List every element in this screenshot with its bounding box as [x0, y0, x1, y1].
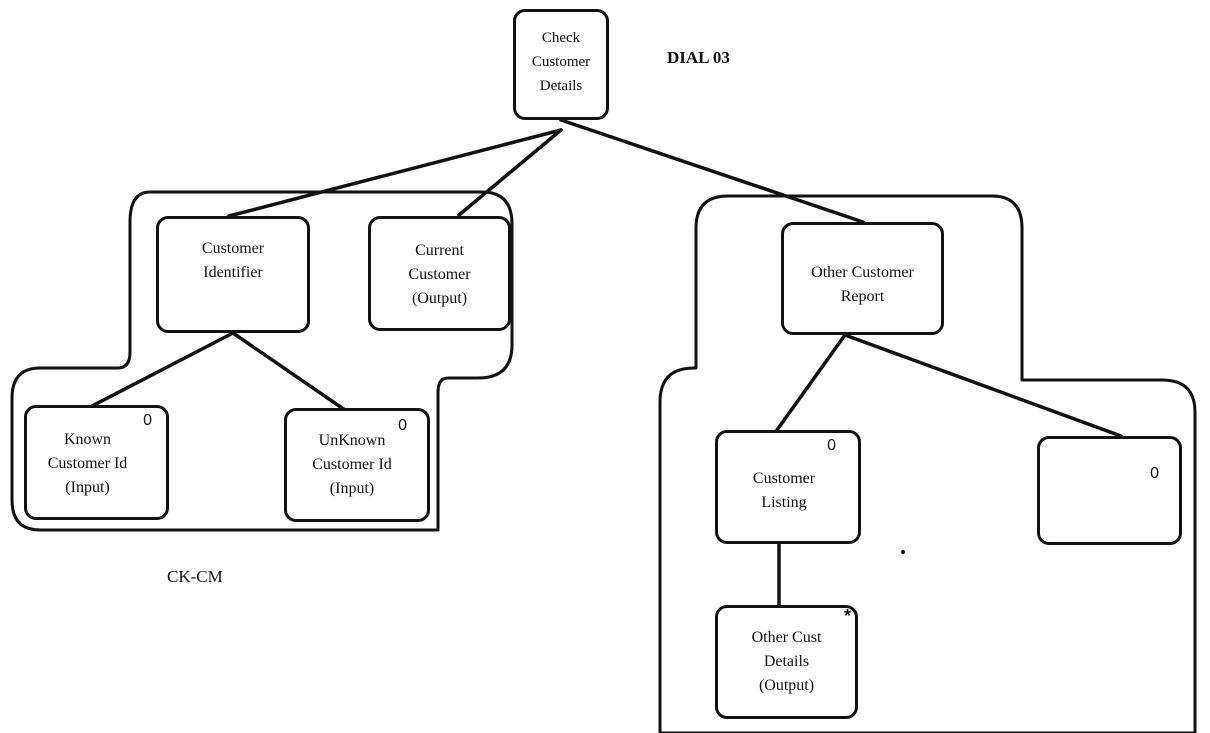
node-customer-identifier: Customer Identifier — [156, 216, 310, 333]
node-blank: 0 — [1037, 436, 1182, 545]
edge-root-current — [457, 128, 563, 217]
node-unknown-customer-id: 0 UnKnown Customer Id (Input) — [284, 408, 430, 522]
node-check-customer-details: Check Customer Details — [513, 9, 609, 120]
edge-root-identifier — [227, 128, 563, 218]
left-group-outline — [10, 190, 514, 532]
cardinality-mark: 0 — [143, 412, 152, 429]
dial-tag: DIAL 03 — [667, 48, 730, 67]
edge-root-report — [559, 118, 865, 224]
cardinality-mark: 0 — [398, 417, 407, 434]
cardinality-mark: 0 — [827, 437, 836, 454]
group-caption: CK-CM — [167, 567, 223, 586]
edge-identifier-known — [90, 331, 235, 408]
node-known-customer-id: 0 Known Customer Id (Input) — [24, 405, 169, 520]
edge-report-listing — [775, 333, 847, 432]
stray-dot — [901, 550, 905, 554]
node-label: Check Customer Details — [531, 30, 591, 94]
node-customer-listing: 0 Customer Listing — [715, 430, 861, 544]
edge-report-blank — [843, 333, 1123, 438]
node-other-customer-report: Other Customer Report — [781, 222, 944, 335]
right-group-outline — [658, 194, 1197, 733]
node-label: Other Customer Report — [811, 264, 914, 305]
node-label: Customer Listing — [752, 470, 816, 511]
node-label: Current Customer (Output) — [408, 242, 471, 307]
cardinality-mark: 0 — [1150, 465, 1159, 482]
node-label: Known Customer Id (Input) — [47, 431, 128, 496]
node-current-customer: Current Customer (Output) — [368, 216, 511, 331]
edge-identifier-unknown — [231, 331, 347, 412]
node-label: UnKnown Customer Id (Input) — [312, 432, 392, 497]
node-label: Other Cust Details (Output) — [751, 629, 822, 694]
node-label: Customer Identifier — [201, 240, 265, 281]
node-other-cust-details: * Other Cust Details (Output) — [715, 605, 858, 719]
cardinality-mark: * — [843, 606, 851, 626]
